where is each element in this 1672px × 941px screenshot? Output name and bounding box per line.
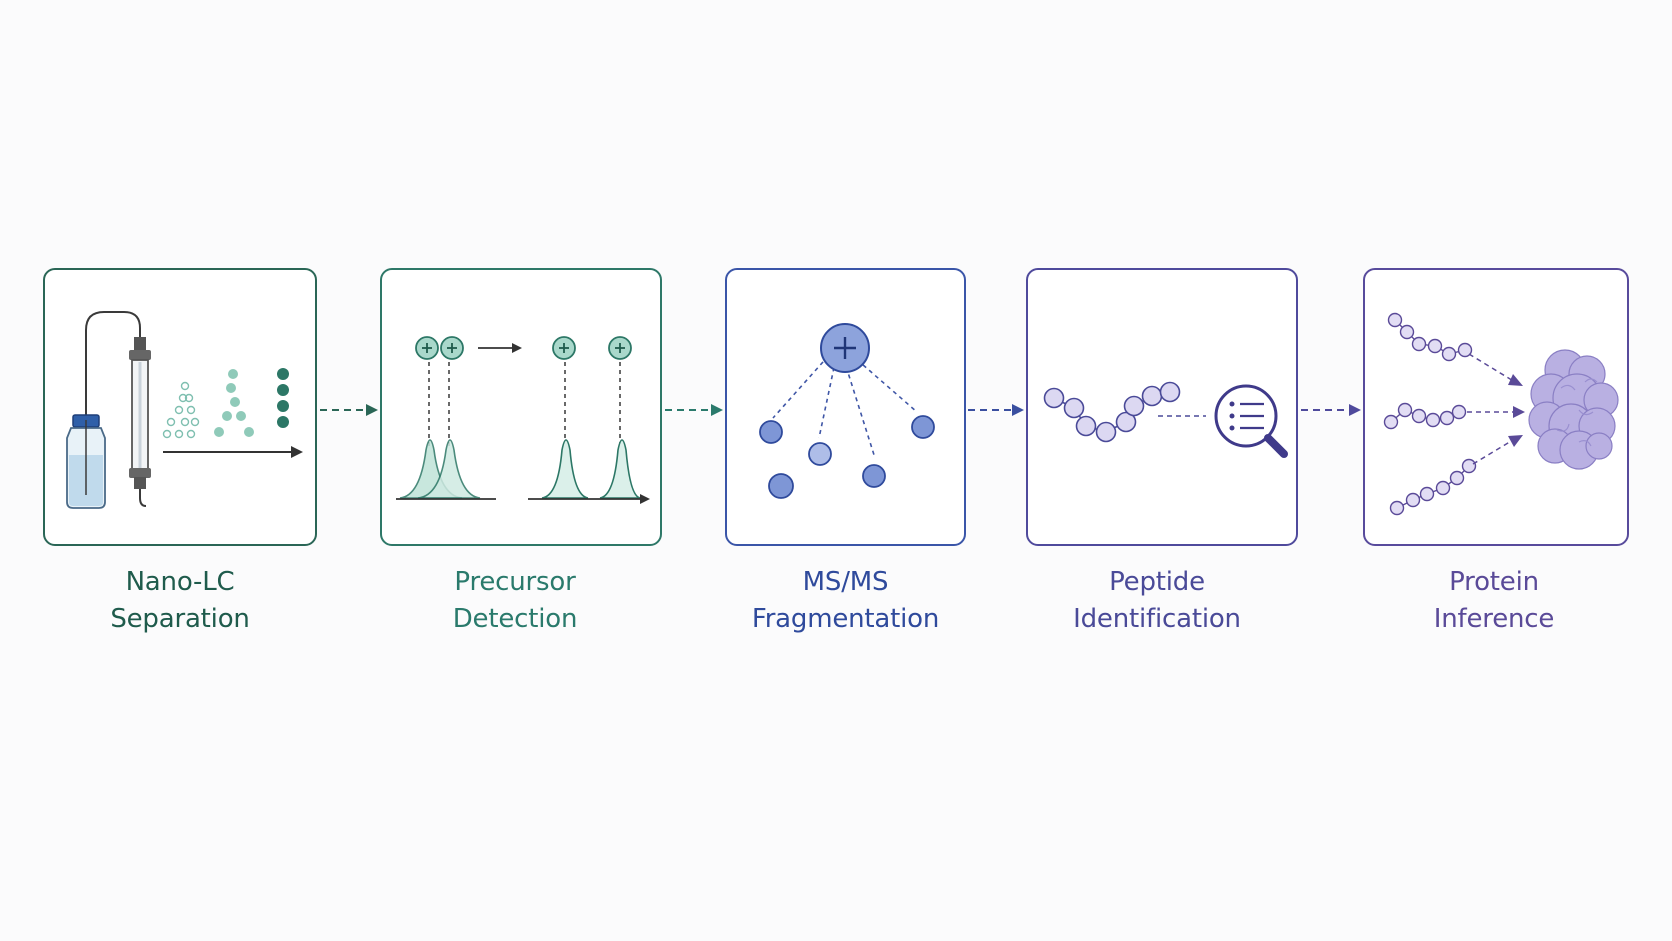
step-2-panel — [380, 268, 662, 546]
fragment-ions-icon — [759, 323, 935, 499]
arrow-connector-3 — [968, 404, 1024, 416]
protein-assembly-icon — [1383, 312, 1619, 516]
step-1-label-line2: Separation — [110, 604, 250, 634]
step-4-panel — [1026, 268, 1298, 546]
arrow-connector-2 — [665, 404, 723, 416]
step-1-label-line1: Nano-LC — [125, 567, 235, 597]
step-2-label-line2: Detection — [452, 604, 578, 634]
step-3-label-line1: MS/MS — [802, 567, 889, 597]
step-4-label: Peptide Identification — [1026, 564, 1288, 638]
step-5-label-line2: Inference — [1433, 604, 1555, 634]
lc-column-vial-icon — [66, 311, 303, 509]
precursor-peaks-icon — [396, 336, 650, 504]
step-3-label: MS/MS Fragmentation — [725, 564, 966, 638]
arrow-connector-1 — [320, 404, 378, 416]
step-5-label: Protein Inference — [1363, 564, 1625, 638]
step-1-panel — [43, 268, 317, 546]
step-4-label-line1: Peptide — [1109, 567, 1205, 597]
step-5-panel — [1363, 268, 1629, 546]
step-4-label-line2: Identification — [1073, 604, 1241, 634]
arrow-connector-4 — [1301, 404, 1361, 416]
peptide-search-icon — [1043, 381, 1288, 458]
step-5-label-line1: Protein — [1449, 567, 1539, 597]
step-1-label: Nano-LC Separation — [43, 564, 317, 638]
step-3-label-line2: Fragmentation — [751, 604, 940, 634]
step-3-panel — [725, 268, 966, 546]
step-2-label: Precursor Detection — [380, 564, 650, 638]
step-2-label-line1: Precursor — [454, 567, 576, 597]
